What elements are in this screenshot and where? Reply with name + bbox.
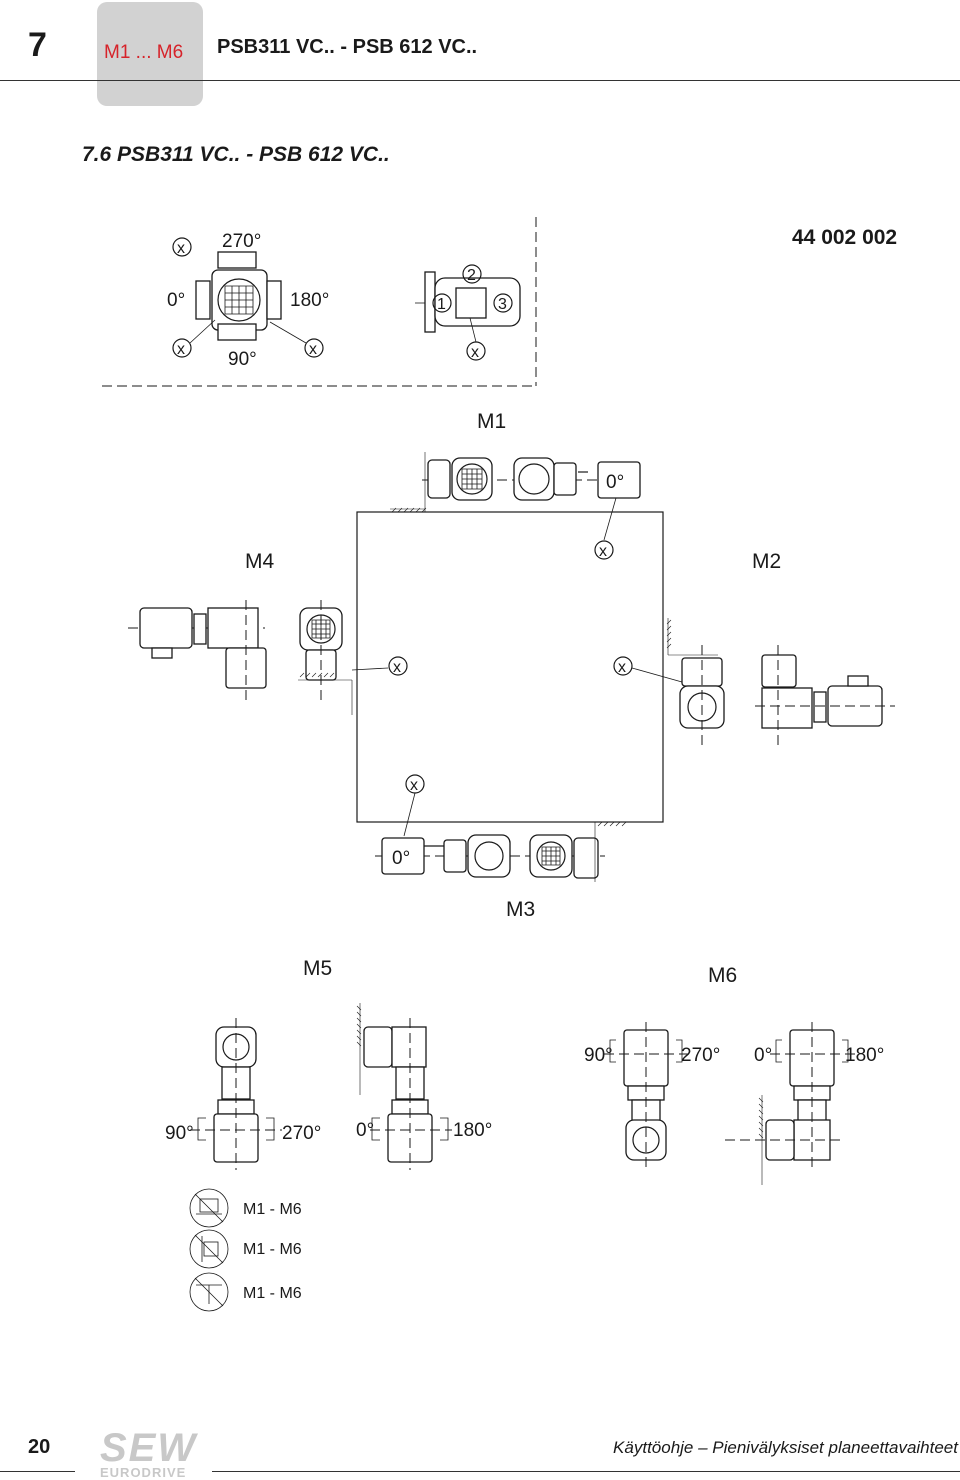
label-m4: M4 — [245, 550, 274, 573]
m5-angle-0: 0° — [356, 1120, 374, 1141]
legend-label-1: M1 - M6 — [243, 1201, 302, 1218]
cable-entry-1: 1 — [437, 296, 446, 313]
m3-x-marker: x — [410, 777, 418, 794]
cable-entry-x: x — [471, 344, 479, 361]
terminal-x-top-left: x — [177, 240, 185, 257]
m6-angle-90: 90° — [584, 1045, 613, 1066]
chapter-number: 7 — [28, 26, 47, 64]
label-m3: M3 — [506, 898, 535, 921]
m2-x-marker: x — [618, 659, 626, 676]
m6-angle-0: 0° — [754, 1045, 772, 1066]
label-m2: M2 — [752, 550, 781, 573]
m1-gear-units: 0° — [390, 452, 641, 541]
m3-terminal-0deg: 0° — [392, 848, 410, 869]
header-divider — [0, 80, 960, 81]
footer-divider-left — [0, 1471, 75, 1472]
section-heading: 7.6 PSB311 VC.. - PSB 612 VC.. — [82, 143, 390, 166]
drawing-part-number: 44 002 002 — [792, 226, 898, 249]
cable-entry-2: 2 — [467, 267, 476, 284]
header-title: PSB311 VC.. - PSB 612 VC.. — [217, 36, 478, 58]
flange-mounting-crossed-icon — [189, 1229, 229, 1269]
logo-text: SEW — [100, 1426, 198, 1470]
chapter-tab[interactable] — [97, 2, 203, 106]
m4-x-marker: x — [393, 659, 401, 676]
footer-divider-right — [212, 1471, 960, 1472]
m3-gear-units: 0° — [375, 792, 632, 882]
label-m6: M6 — [708, 964, 737, 987]
terminal-box-key-diagram: x 270° 0° 180° x 90° x 2 1 3 x — [102, 217, 537, 387]
terminal-angle-90: 90° — [228, 349, 257, 370]
legend-label-2: M1 - M6 — [243, 1241, 302, 1258]
page-number: 20 — [28, 1436, 51, 1458]
m1-terminal-0deg: 0° — [606, 472, 624, 493]
label-m1: M1 — [477, 410, 506, 433]
motor-front-view — [195, 251, 282, 341]
m5-angle-90: 90° — [165, 1123, 194, 1144]
m2-gear-units — [631, 618, 895, 745]
m5-angle-270: 270° — [282, 1123, 321, 1144]
m5-angle-180: 180° — [453, 1120, 492, 1141]
shaft-mounting-crossed-icon — [189, 1272, 229, 1312]
cable-entry-3: 3 — [498, 296, 507, 313]
m5-gear-units — [190, 1003, 452, 1170]
legend: M1 - M6 M1 - M6 M1 - M6 — [189, 1188, 302, 1312]
m6-angle-270: 270° — [681, 1045, 720, 1066]
terminal-x-bottom-right: x — [309, 341, 317, 358]
terminal-angle-0: 0° — [167, 290, 185, 311]
document-title: Käyttöohje – Pienivälyksiset planeettava… — [613, 1438, 958, 1457]
terminal-x-bottom-left: x — [177, 341, 185, 358]
m6-gear-units — [604, 1022, 856, 1185]
label-m5: M5 — [303, 957, 332, 980]
terminal-box-side-view — [415, 271, 521, 333]
chapter-tab-label[interactable]: M1 ... M6 — [104, 42, 184, 63]
sew-eurodrive-logo: SEW EURODRIVE — [100, 1426, 208, 1480]
terminal-angle-270: 270° — [222, 231, 261, 252]
terminal-angle-180: 180° — [290, 290, 329, 311]
m6-angle-180: 180° — [845, 1045, 884, 1066]
foot-mounting-crossed-icon — [189, 1188, 229, 1228]
m4-gear-units — [128, 600, 389, 715]
m1-x-marker: x — [599, 543, 607, 560]
legend-label-3: M1 - M6 — [243, 1285, 302, 1302]
logo-subtext: EURODRIVE — [100, 1465, 187, 1480]
mounting-positions-main: M1 0° x M4 — [128, 410, 895, 921]
